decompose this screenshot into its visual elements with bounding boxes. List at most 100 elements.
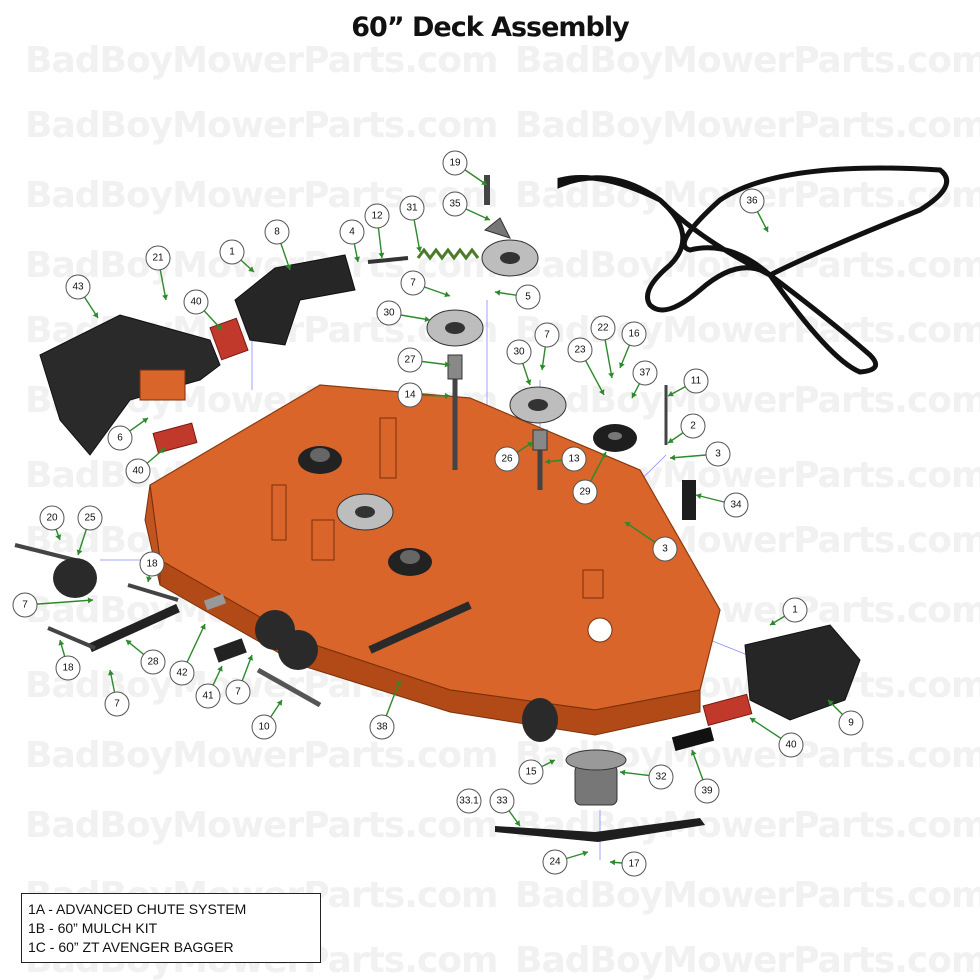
callout-part-22: 22 [590,315,616,341]
callout-arrowhead [444,291,450,298]
bracket-34 [682,480,696,520]
callout-circle [534,322,560,348]
callout-number: 7 [235,687,241,698]
callout-arrowhead [142,418,148,424]
callout-part-37: 37 [632,360,658,386]
callout-circle [139,551,165,577]
watermark-text: BadBoyMowerParts.com [25,105,498,146]
callout-arrowhead [599,389,605,395]
deck-mount-left [379,417,397,479]
axle-10 [256,667,322,708]
callout-part-42: 42 [169,660,195,686]
callout-number: 41 [202,691,214,702]
mower-blade [495,818,705,842]
callout-number: 7 [22,600,28,611]
callout-number: 20 [46,513,58,524]
callout-part-28: 28 [140,649,166,675]
callout-arrowhead [159,448,165,454]
callout-part-40: 40 [125,458,151,484]
callout-circle [397,347,423,373]
callout-part-31: 31 [399,195,425,221]
callout-circle [39,505,65,531]
callout-number: 37 [639,368,651,379]
callout-part-16: 16 [621,321,647,347]
callout-number: 35 [449,199,461,210]
callout-part-7: 7 [534,322,560,348]
callout-part-3: 3 [652,536,678,562]
callout-arrowhead [549,759,555,765]
callout-number: 26 [501,454,513,465]
callout-circle [264,219,290,245]
callout-part-30: 30 [376,300,402,326]
callout-arrowhead [582,850,588,857]
flat-idler-pulley [593,424,637,452]
rear-anti-scalp-wheels [255,610,318,670]
kit-item-mulch-kit: 1B - 60” MULCH KIT [28,920,158,936]
callout-arrowhead [92,312,98,318]
callout-number: 28 [147,657,159,668]
deck-mount-right [311,519,335,561]
callout-part-30: 30 [506,339,532,365]
idler-pulley-top [481,217,539,277]
callout-number: 33 [496,796,508,807]
watermark-text: BadBoyMowerParts.com [515,940,980,980]
callout-part-7: 7 [400,270,426,296]
callout-number: 32 [655,772,667,783]
callout-part-19: 19 [442,150,468,176]
callout-number: 2 [690,421,696,432]
callout-number: 21 [152,253,164,264]
callout-arrowhead [484,215,490,221]
callout-part-26: 26 [494,446,520,472]
callout-number: 14 [404,390,416,401]
callout-part-33-1: 33.1 [456,788,482,814]
watermark-text: BadBoyMowerParts.com [515,875,980,916]
callout-circle [145,245,171,271]
callout-circle [683,368,709,394]
callout-part-18: 18 [55,655,81,681]
callout-number: 7 [114,699,120,710]
callout-number: 40 [132,466,144,477]
callout-arrowhead [608,372,615,378]
watermark-text: BadBoyMowerParts.com [25,40,498,81]
callout-arrowhead [276,700,282,706]
callout-arrowhead [162,294,169,300]
callout-circle [442,150,468,176]
callout-circle [55,655,81,681]
page-title: 60” Deck Assembly [351,12,629,43]
decal-39 [671,727,715,751]
idler-pulley-lower [509,386,567,424]
callout-part-25: 25 [77,505,103,531]
callout-arrowhead [619,362,625,368]
callout-arrowhead [444,392,450,399]
callout-circle [621,321,647,347]
callout-arrowhead [444,361,450,368]
callout-circle [680,413,706,439]
deck-roller-wheel [522,698,558,742]
warning-decal-40-left [152,422,198,454]
callout-part-10: 10 [251,714,277,740]
callout-part-40: 40 [183,289,209,315]
callout-number: 7 [410,278,416,289]
callout-number: 40 [190,297,202,308]
callout-number: 42 [176,668,188,679]
callout-arrowhead [126,640,132,646]
callout-circle [621,851,647,877]
callout-arrowhead [354,256,360,262]
deck-belt [557,165,950,375]
callout-circle [169,660,195,686]
callout-circle [125,458,151,484]
deck-hole [587,617,613,643]
callout-circle [567,337,593,363]
callout-circle [494,446,520,472]
callout-part-3: 3 [705,441,731,467]
callout-part-1: 1 [782,597,808,623]
callout-number: 24 [549,857,561,868]
callout-arrowhead [87,597,93,604]
callout-part-8: 8 [264,219,290,245]
callout-arrowhead [525,379,532,385]
callout-circle [376,300,402,326]
callout-number: 15 [525,767,537,778]
tension-spring [416,247,480,261]
